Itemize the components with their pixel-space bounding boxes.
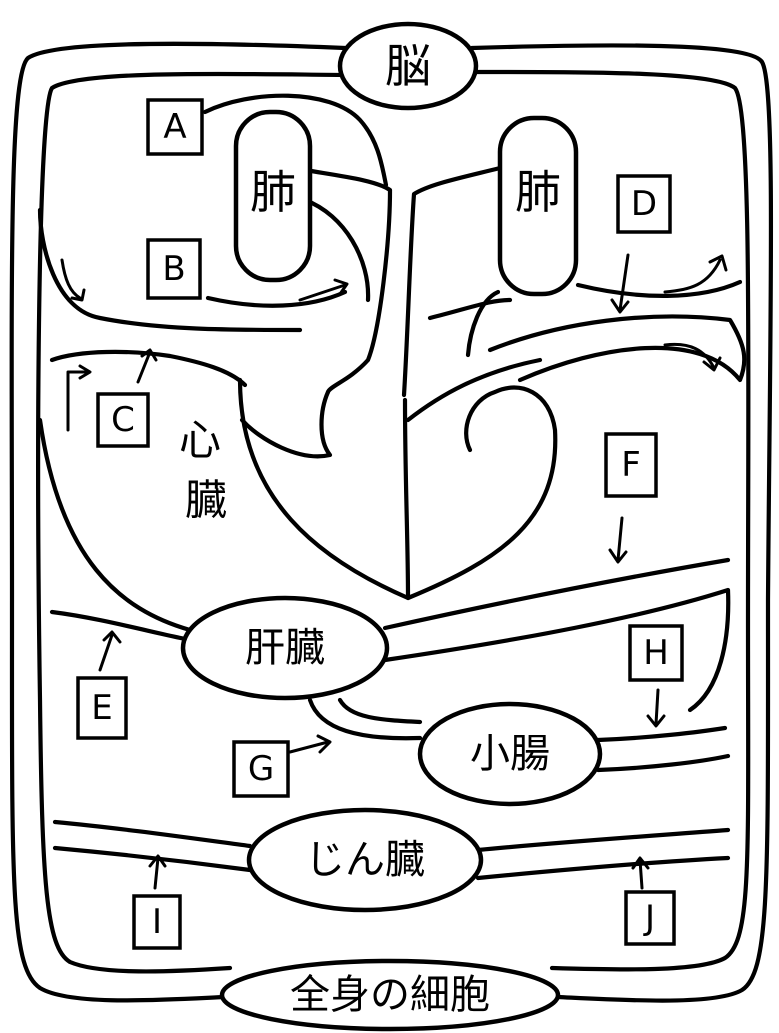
liver-right-vessel-upper [382,557,731,631]
label-d: D [631,184,657,224]
label-f: F [621,445,641,485]
outer-loop-vessel-right [469,43,774,1003]
vena-cava-vessel [49,349,248,388]
aorta-vessel [487,314,747,383]
arrow-j-icon [631,856,650,890]
heart-label-line1: 心 [179,416,221,465]
kidney-label: じん臓 [305,837,425,883]
label-h: H [643,633,669,673]
lung-left-label: 肺 [250,165,296,219]
label-box-g: G [232,740,290,798]
kidney-node: じん臓 [246,807,484,913]
arrow-top-right-icon [663,254,728,294]
pulmonary-loop-lower [205,289,348,308]
liver-label: 肝臓 [245,625,325,671]
outer-loop-vessel [9,41,348,1003]
label-c: C [111,400,135,440]
right-pulmonary-vein [427,297,513,321]
heart-right-top [405,357,543,423]
body-cells-node: 全身の細胞 [219,958,561,1032]
lung-right-lower-vessel [465,289,501,358]
label-box-a: A [146,98,204,156]
pulmonary-loop-upper [37,207,303,333]
small-intestine-node: 小腸 [417,701,603,807]
heart-outline [237,377,558,601]
kidney-left-vessel-upper [52,819,253,849]
flow-arrows [60,253,728,890]
arrow-b-icon [298,278,349,302]
kidney-left-vessel-lower [52,845,253,873]
liver-node: 肝臓 [180,595,390,701]
label-box-c: C [96,392,150,448]
label-box-h: H [628,624,684,682]
pulmonary-right-loop [575,279,743,298]
lung-left-lower-vessel [302,197,371,303]
trunk-left-wall [302,167,393,395]
small-intestine-label: 小腸 [470,731,550,777]
label-g: G [248,749,274,789]
intestine-right-vessel-upper [595,725,728,743]
body-cells-label: 全身の細胞 [290,972,490,1018]
pulmonary-artery-arch [202,93,389,188]
label-box-j: J [624,890,676,946]
arrow-d-icon [610,253,630,314]
kidney-right-vessel-upper [475,827,731,853]
organ-nodes: 脳 肺 肺 心 臓 肝臓 小腸 じん臓 全身の細胞 [179,21,603,1032]
portal-vein-lower [337,697,423,725]
label-e: E [91,688,112,728]
label-box-b: B [146,238,202,300]
label-a: A [163,107,186,147]
label-box-f: F [604,432,658,498]
label-j: J [643,898,655,938]
vessels [9,41,774,1003]
inner-loop-vessel-left [36,71,348,974]
liver-left-vessel [49,609,193,643]
portal-vein-upper [307,697,423,741]
heart-label-line2: 臓 [185,476,227,525]
lung-right-node: 肺 [497,115,579,297]
heart-label-group: 心 臓 [179,416,227,525]
label-box-i: I [132,894,182,950]
trunk-right-wall [401,165,503,398]
heart-septum [402,397,411,601]
heart-left-top [239,389,333,459]
arrow-e-icon [98,630,122,672]
intestine-right-vessel-lower [595,753,731,773]
lung-right-label: 肺 [515,165,561,219]
arrow-f-icon [608,516,628,564]
brain-label: 脳 [385,39,431,93]
arrow-i-icon [148,854,167,890]
liver-right-vessel-lower [382,587,731,713]
vessel-label-boxes: A B C D E F G H [76,98,684,950]
lung-left-node: 肺 [233,109,313,283]
label-i: I [152,902,162,942]
arrow-h-icon [646,688,666,728]
arrow-aorta-icon [663,342,722,372]
brain-node: 脳 [337,21,479,111]
arrow-c-icon [136,348,158,384]
arrow-vena-icon [66,364,92,432]
inner-loop-vessel-right [469,69,751,972]
label-box-e: E [76,676,128,740]
label-box-d: D [616,174,672,234]
arrow-down-left-icon [60,258,86,302]
label-b: B [162,249,185,289]
kidney-right-vessel-lower [475,855,731,881]
arrow-g-icon [288,734,332,754]
lower-body-return [37,417,193,633]
